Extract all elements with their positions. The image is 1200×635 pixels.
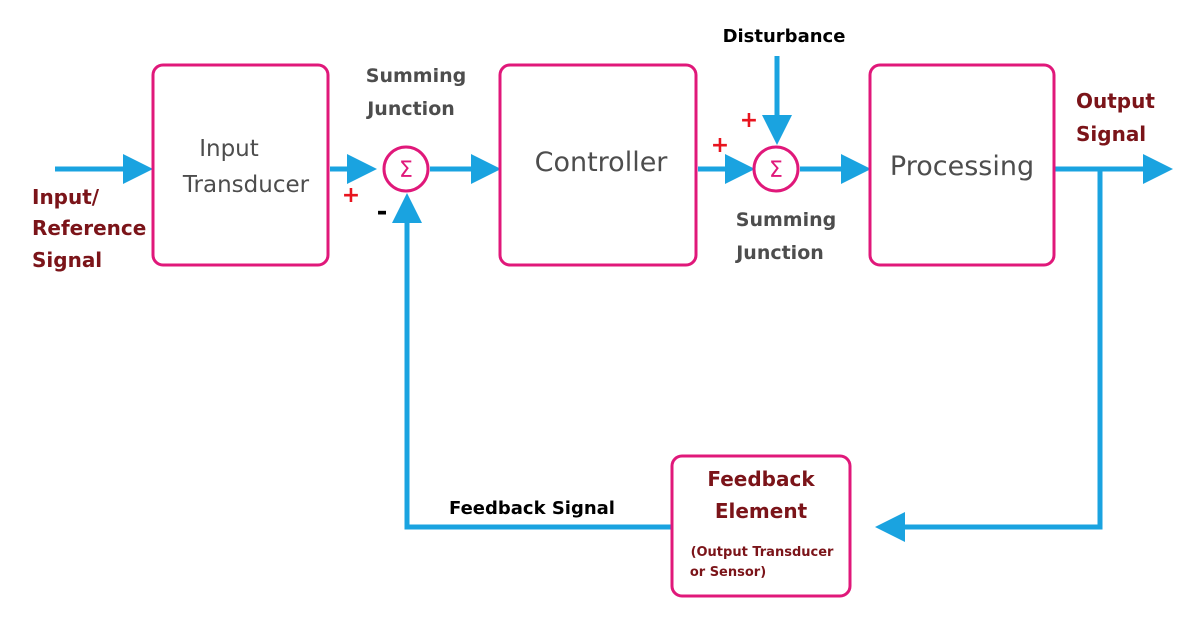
signal-lines <box>55 56 1173 542</box>
feedback-element-note-line2: or Sensor) <box>690 565 766 580</box>
controller-block <box>498 63 698 267</box>
junction2-label-line1: Summing <box>736 209 836 231</box>
disturbance-label: Disturbance <box>723 26 846 47</box>
input-signal-label-line1: Input/ <box>32 185 100 209</box>
junction1-minus-sign: - <box>377 197 388 227</box>
feedback-element-label-line1: Feedback <box>707 467 815 491</box>
output-signal-label-line1: Output <box>1076 89 1155 113</box>
processing-label: Processing <box>890 151 1034 182</box>
junction2-plus-left-sign: + <box>711 133 729 158</box>
controller-label: Controller <box>535 147 669 178</box>
output-to-feedback-path <box>875 169 1103 542</box>
feedback-signal-label: Feedback Signal <box>449 498 615 519</box>
summing-junction-1-symbol: Σ <box>399 158 413 183</box>
feedback-signal-path <box>392 193 672 530</box>
input-transducer-block <box>151 63 330 267</box>
junction1-label-line1: Summing <box>366 65 466 87</box>
processing-block <box>868 63 1056 267</box>
input-transducer-label-line1: Input <box>199 136 259 162</box>
input-signal-label-line2: Reference <box>32 216 146 240</box>
summing-junction-2-symbol: Σ <box>769 158 783 183</box>
junction2-label-line2: Junction <box>734 242 824 264</box>
summing-junction-2 <box>752 145 800 193</box>
output-signal-label-line2: Signal <box>1076 122 1146 146</box>
feedback-element-block <box>670 454 852 598</box>
junction1-label-line2: Junction <box>365 98 455 120</box>
input-signal-label-line3: Signal <box>32 248 102 272</box>
feedback-element-label-line2: Element <box>715 499 808 523</box>
input-transducer-label-line2: Transducer <box>182 172 310 198</box>
feedback-element-note-line1: (Output Transducer <box>691 545 834 560</box>
summing-junction-1 <box>382 145 430 193</box>
junction1-plus-sign: + <box>342 183 360 208</box>
junction2-plus-top-sign: + <box>740 108 758 133</box>
